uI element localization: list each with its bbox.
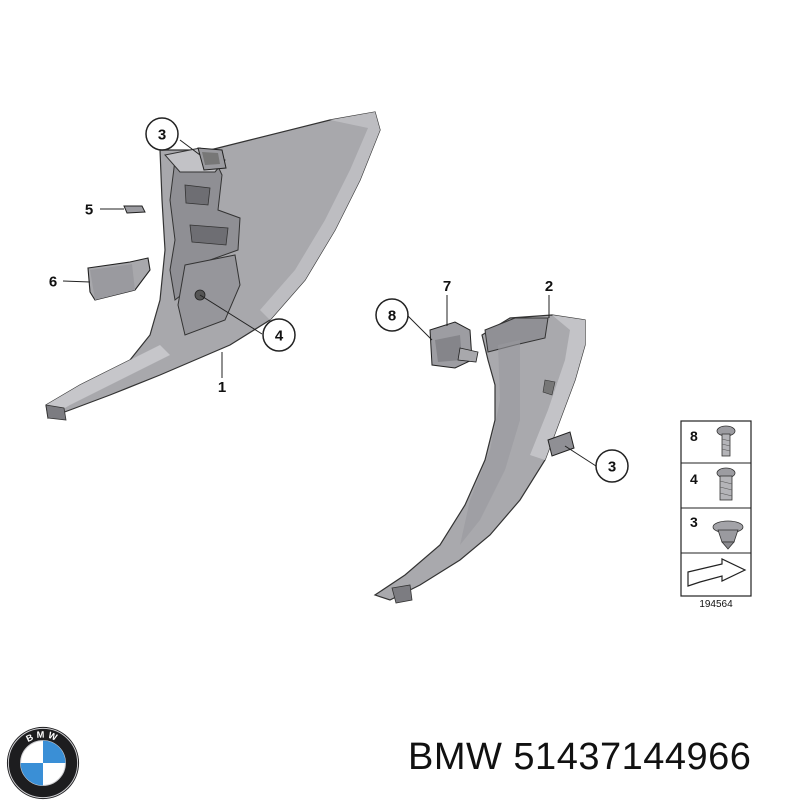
callout-1: 1 — [218, 379, 226, 396]
callout-8: 8 — [375, 298, 409, 332]
part-3-clip-top — [197, 147, 227, 171]
svg-text:8: 8 — [388, 308, 396, 325]
svg-text:BMW: BMW — [24, 729, 61, 743]
svg-text:6: 6 — [49, 274, 57, 291]
svg-text:5: 5 — [85, 202, 93, 219]
legend-row-8-label: 8 — [690, 428, 698, 444]
part-6-cover — [87, 257, 151, 301]
fastener-legend: 8 4 3 194564 — [680, 420, 752, 610]
callout-7: 7 — [443, 278, 451, 295]
callout-3-top: 3 — [145, 117, 179, 151]
callout-3-right: 3 — [595, 449, 629, 483]
svg-text:3: 3 — [158, 127, 166, 144]
bmw-logo-icon: BMW — [6, 726, 80, 800]
callout-2: 2 — [545, 278, 553, 295]
part-2-side-trim — [373, 314, 586, 604]
svg-text:1: 1 — [218, 379, 226, 396]
legend-row-4-label: 4 — [690, 471, 698, 487]
screw-8-icon — [716, 425, 736, 457]
legend-row-3-label: 3 — [690, 514, 698, 530]
callout-6: 6 — [49, 274, 57, 291]
callout-4: 4 — [262, 318, 296, 352]
part-1-console-trim — [45, 111, 381, 421]
brand-part-number: BMW 51437144966 — [408, 736, 752, 778]
part-5-small-clip — [123, 205, 146, 214]
svg-text:4: 4 — [275, 328, 284, 345]
arrow-right-icon — [687, 558, 747, 587]
svg-text:2: 2 — [545, 278, 553, 295]
svg-text:3: 3 — [608, 459, 616, 476]
screw-4-icon — [716, 467, 736, 501]
callout-5: 5 — [85, 202, 93, 219]
clip-3-icon — [712, 520, 744, 550]
part-7-clip — [429, 321, 479, 369]
reference-number: 194564 — [699, 599, 733, 610]
svg-text:7: 7 — [443, 278, 451, 295]
